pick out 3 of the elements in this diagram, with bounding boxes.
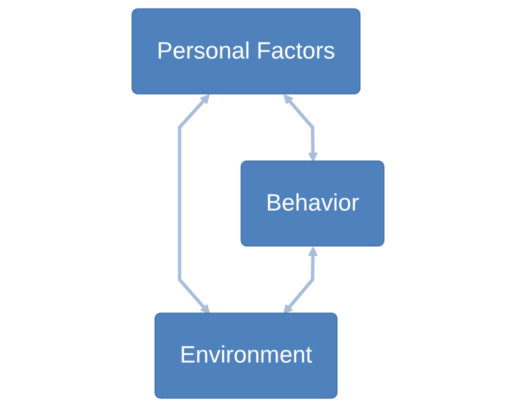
arrow: [283, 246, 318, 314]
arrow: [284, 94, 318, 162]
arrow: [178, 94, 210, 314]
